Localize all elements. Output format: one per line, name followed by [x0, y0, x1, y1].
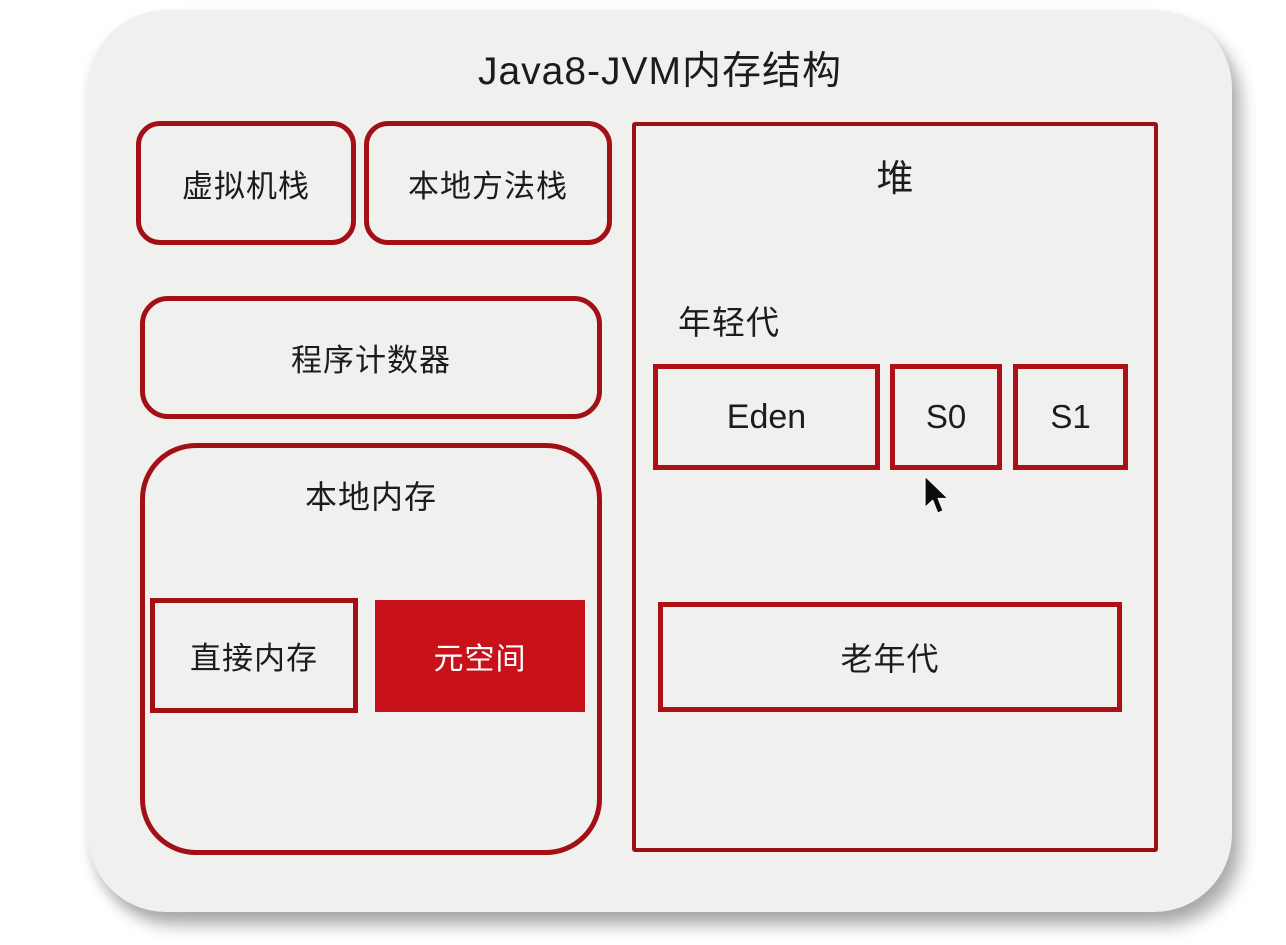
program-counter-box: 程序计数器 [140, 296, 602, 419]
direct-memory-box: 直接内存 [150, 598, 358, 713]
heap-label: 堆 [876, 158, 914, 199]
vm-stack-label: 虚拟机栈 [182, 168, 310, 204]
direct-memory-label: 直接内存 [190, 641, 318, 676]
s0-region-label: S0 [925, 398, 967, 435]
s1-region-label: S1 [1050, 398, 1091, 435]
native-memory-label: 本地内存 [304, 479, 437, 515]
diagram-panel: Java8-JVM内存结构 虚拟机栈 本地方法栈 程序计数器 本地内存 直接内存… [88, 10, 1232, 912]
eden-region-label: Eden [726, 397, 807, 436]
s1-region-box: S1 [1013, 364, 1128, 470]
native-method-stack-box: 本地方法栈 [364, 121, 612, 245]
s0-region-box: S0 [890, 364, 1002, 470]
young-gen-label: 年轻代 [678, 304, 780, 341]
vm-stack-box: 虚拟机栈 [136, 121, 356, 245]
old-gen-label: 老年代 [840, 641, 940, 677]
metaspace-label: 元空间 [433, 643, 527, 676]
native-memory-box: 本地内存 直接内存 元空间 [140, 443, 602, 855]
heap-box: 堆 年轻代 Eden S0 S1 老年代 [632, 122, 1158, 852]
mouse-cursor-icon [924, 475, 949, 514]
old-gen-box: 老年代 [658, 602, 1122, 712]
metaspace-box: 元空间 [375, 600, 585, 712]
native-method-stack-label: 本地方法栈 [408, 168, 568, 204]
program-counter-label: 程序计数器 [291, 343, 451, 378]
diagram-title: Java8-JVM内存结构 [477, 50, 843, 93]
eden-region-box: Eden [653, 364, 880, 470]
